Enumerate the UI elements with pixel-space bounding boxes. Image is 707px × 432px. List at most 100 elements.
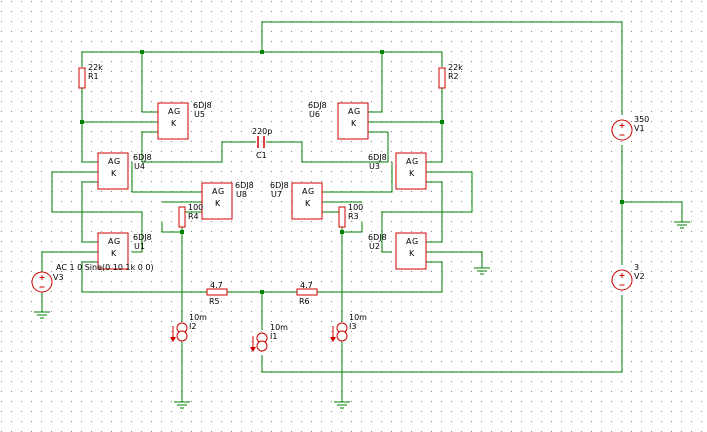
pin-grid-label: G: [308, 187, 314, 196]
wire-r2-down: [426, 88, 443, 163]
wire-c1-left: [141, 131, 256, 163]
voltage-source-v2[interactable]: 3V2: [611, 263, 645, 291]
ground-icon: [474, 267, 490, 275]
resistor-id-label: R2: [448, 72, 459, 81]
pin-anode-label: A: [108, 237, 114, 246]
junction-dot: [620, 200, 624, 204]
voltage-source-value-label: AC 1 0 Sine(0 10 1k 0 0): [56, 263, 154, 272]
tube-body: [395, 232, 427, 270]
tube-id-label: U5: [194, 110, 205, 119]
tube-type-label: 6DJ8: [368, 233, 387, 242]
resistor-value-label: 22k: [448, 63, 463, 72]
voltage-source-id-label: V2: [634, 272, 645, 281]
tube-id-label: U6: [309, 110, 320, 119]
voltage-source-body: [611, 119, 633, 141]
pin-grid-label: G: [114, 157, 120, 166]
tube-id-label: U1: [134, 242, 145, 251]
tube-id-label: U8: [236, 190, 247, 199]
tube-body: [291, 182, 323, 220]
pin-cathode-label: K: [409, 169, 415, 178]
wire-u6-anode: [368, 52, 383, 113]
voltage-source-id-label: V1: [634, 124, 645, 133]
tube-type-label: 6DJ8: [308, 101, 327, 110]
tube-id-label: U4: [134, 162, 145, 171]
pin-cathode-label: K: [111, 249, 117, 258]
pin-anode-label: A: [212, 187, 218, 196]
junction-dot: [80, 120, 84, 124]
pin-anode-label: A: [406, 237, 412, 246]
resistor-body: [296, 288, 318, 296]
tube-type-label: 6DJ8: [193, 101, 212, 110]
wire-v3-to-u1: [41, 251, 98, 272]
tube-id-label: U2: [369, 242, 380, 251]
resistor-r6[interactable]: 4.7R6: [296, 281, 318, 306]
resistor-r5[interactable]: 4.7R5: [206, 281, 228, 306]
resistor-body: [338, 206, 346, 228]
tube-body: [201, 182, 233, 220]
pin-grid-label: G: [412, 157, 418, 166]
ground-icon: [334, 401, 350, 409]
wire-u3-grid-loop: [381, 171, 473, 253]
pin-grid-label: G: [174, 107, 180, 116]
pin-anode-label: A: [348, 107, 354, 116]
pin-anode-label: A: [108, 157, 114, 166]
tube-body: [337, 102, 369, 140]
resistor-value-label: 100: [348, 203, 363, 212]
current-source-value-label: 10m: [270, 323, 288, 332]
ground-icon: [34, 311, 50, 319]
voltage-source-v3[interactable]: AC 1 0 Sine(0 10 1k 0 0)V3: [31, 263, 154, 293]
wire-u1-cathode-r5: [81, 261, 207, 293]
voltage-source-value-label: 350: [634, 115, 649, 124]
capacitor-id-label: C1: [256, 151, 267, 160]
resistor-body: [438, 67, 446, 89]
junction-dot: [440, 120, 444, 124]
current-arrow-head: [250, 347, 256, 352]
wire-u8-anode: [131, 162, 202, 193]
junction-dot: [140, 50, 144, 54]
tube-type-label: 6DJ8: [235, 181, 254, 190]
pin-anode-label: A: [302, 187, 308, 196]
junction-dot: [180, 230, 184, 234]
current-source-id-label: I2: [189, 322, 196, 331]
tube-type-label: 6DJ8: [133, 233, 152, 242]
wire-r6-right: [317, 261, 443, 293]
tube-id-label: U3: [369, 162, 380, 171]
current-source-id-label: I1: [270, 332, 277, 341]
wire-r1-down: [81, 88, 98, 163]
resistor-id-label: R1: [88, 72, 99, 81]
tube-body: [157, 102, 189, 140]
current-source-ring: [256, 340, 268, 352]
resistor-value-label: 22k: [88, 63, 103, 72]
wire-u2-grid-ground: [426, 251, 483, 268]
junction-dot: [380, 50, 384, 54]
resistor-body: [78, 67, 86, 89]
tube-type-label: 6DJ8: [133, 153, 152, 162]
resistor-body: [178, 206, 186, 228]
pin-grid-label: G: [218, 187, 224, 196]
tube-body: [97, 232, 129, 270]
pin-anode-label: A: [406, 157, 412, 166]
resistor-id-label: R3: [348, 212, 359, 221]
pin-cathode-label: K: [171, 119, 177, 128]
voltage-source-value-label: 3: [634, 263, 639, 272]
